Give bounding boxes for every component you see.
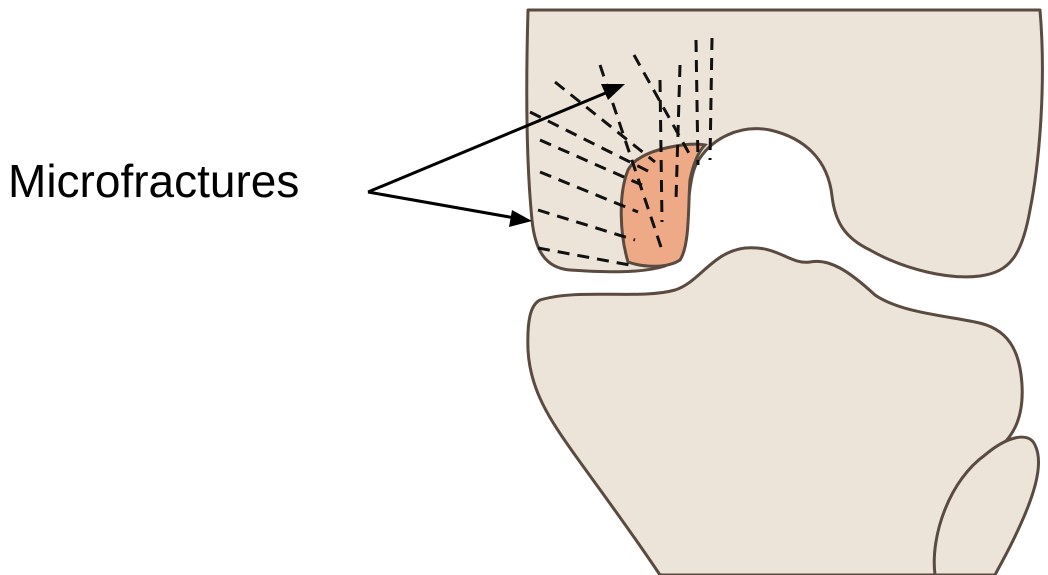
arrow-lower-head [509, 210, 532, 227]
fracture-line [660, 80, 662, 222]
femur [527, 10, 1043, 277]
arrow-lower-line [368, 192, 515, 218]
microfractures-label: Microfractures [8, 158, 299, 204]
